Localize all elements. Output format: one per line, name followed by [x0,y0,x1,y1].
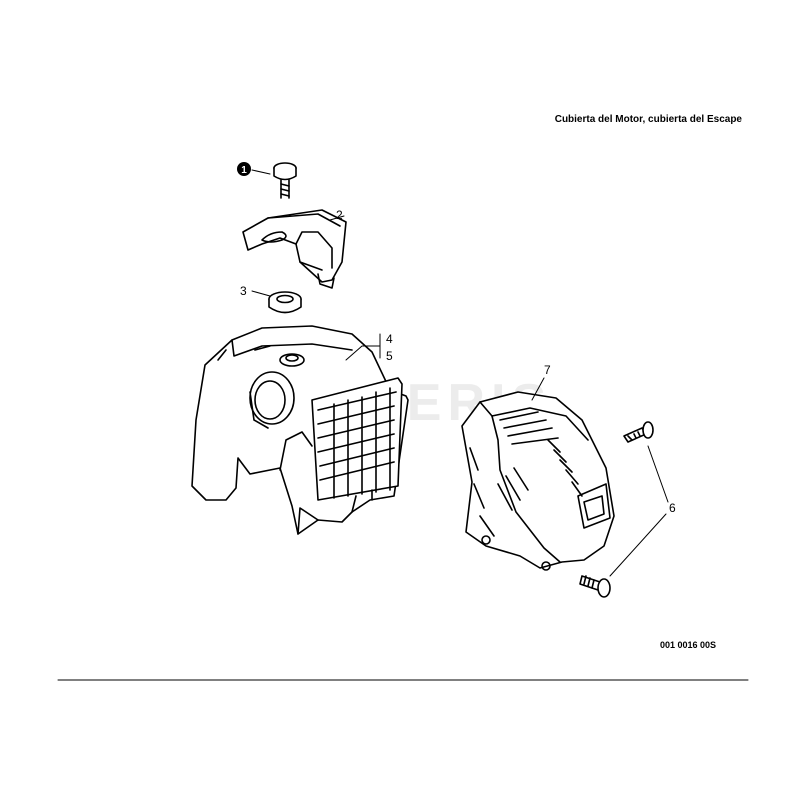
part-7-exhaust-cover [461,391,615,571]
callout-6: 6 [669,501,676,515]
callout-2: 2 [336,208,343,222]
part-2-bracket [242,209,347,289]
callout-3: 3 [240,284,247,298]
part-4-5-engine-cover [191,325,409,535]
callout-4: 4 [386,332,393,346]
part-3-grommet [268,291,302,314]
callout-1-marker [237,162,251,176]
part-6-bolt-lower [579,575,611,598]
callout-5: 5 [386,349,393,363]
callout-7: 7 [544,363,551,377]
part-6-bolt-upper [623,421,654,443]
part-1-bolt [273,162,297,199]
reference-code: 001 0016 00S [660,640,717,650]
leader-lines [57,169,749,681]
callout-1: 1 [241,165,247,176]
diagram-title: Cubierta del Motor, cubierta del Escape [554,114,742,125]
